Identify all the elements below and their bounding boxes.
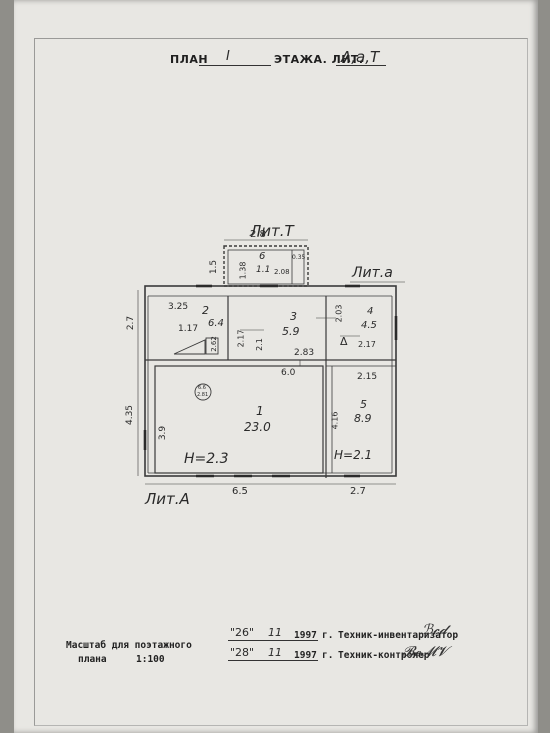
room5-number: 5 <box>360 398 367 411</box>
stove-symbol <box>194 383 212 401</box>
scale-line2: плана <box>78 654 107 665</box>
room4-number: 4 <box>367 306 374 317</box>
stove-top-label: 6.6 <box>198 385 206 391</box>
dim-t-inner-a: 0.35 <box>292 254 306 261</box>
room1-number: 1 <box>256 404 264 418</box>
dim-room2-diag: 2.62 <box>209 336 218 352</box>
liter-t-label: Лит.Т <box>250 222 294 240</box>
date1-year: 1997 <box>294 630 317 641</box>
date2-month: 11 <box>268 646 282 659</box>
liter-a-small-label: Лит.а <box>352 265 393 281</box>
dim-t-inner-left: 1.38 <box>238 261 248 280</box>
dim-t-left: 1.5 <box>209 259 220 275</box>
signature-1: ℬ𝓬𝓭 <box>422 622 448 638</box>
liter-a-label: Лит.А <box>145 490 190 508</box>
room1-area: 23.0 <box>244 420 271 434</box>
date2-day: "28" <box>230 646 255 659</box>
dim-room3-b: 2.1 <box>254 338 264 351</box>
dim-mid-283: 2.83 <box>294 348 315 358</box>
room3-number: 3 <box>290 310 297 323</box>
dim-left-39: 3.9 <box>158 425 169 441</box>
role1-label: Техник-инвентаризатор <box>338 630 459 641</box>
dim-delta: Δ <box>340 335 348 348</box>
room3-area: 5.9 <box>282 325 300 338</box>
floor-label: ЭТАЖА. ЛИТ. <box>274 53 364 66</box>
floor-number: I <box>226 49 230 64</box>
floor-underline <box>199 65 271 66</box>
date1-underline <box>228 640 318 641</box>
dim-room2-inner: 1.17 <box>178 324 199 334</box>
scale-line1: Масштаб для поэтажного <box>66 640 192 651</box>
scale-value: 1:100 <box>136 654 165 665</box>
dim-left-27: 2.7 <box>126 315 137 331</box>
room1-wall <box>154 365 324 474</box>
dim-bottom-27: 2.7 <box>350 486 366 497</box>
dim-room4-b: 2.17 <box>358 340 376 349</box>
signature-2: 𝓑𝓮𝓜𝓥 <box>402 644 448 660</box>
height-main: H=2.3 <box>184 451 229 467</box>
date2-underline <box>228 660 318 661</box>
dim-room4-a: 2.03 <box>334 304 344 323</box>
liters-value: А,а,Т <box>341 48 380 66</box>
date2-year: 1997 <box>294 650 317 661</box>
role2-label: Техник-контролер <box>338 650 430 661</box>
height-side: H=2.1 <box>334 448 373 462</box>
dim-t-inner-b: 2.08 <box>274 268 290 276</box>
date1-day: "26" <box>230 626 255 639</box>
room6-area: 1.1 <box>256 265 271 275</box>
dim-top-left: 3.25 <box>168 302 189 312</box>
dim-room5-side: 4.16 <box>330 411 340 430</box>
dim-mid-215: 2.15 <box>357 372 378 382</box>
room5-area: 8.9 <box>354 412 372 425</box>
page-frame <box>34 38 528 726</box>
date1-suffix: г. <box>322 630 334 641</box>
room6-number: 6 <box>259 251 266 262</box>
room4-area: 4.5 <box>361 320 377 331</box>
liters-underline <box>336 65 386 66</box>
stove-bottom-label: 2.81 <box>197 392 209 398</box>
dim-mid-60: 6.0 <box>281 368 296 378</box>
dim-bottom-65: 6.5 <box>232 486 248 497</box>
dim-room3-a: 2.17 <box>236 329 246 348</box>
dim-left-435: 4.35 <box>125 404 136 426</box>
dim-t-top: 2.8 <box>250 229 266 240</box>
room2-number: 2 <box>202 304 209 317</box>
date2-suffix: г. <box>322 650 334 661</box>
plan-label: ПЛАН <box>170 53 209 66</box>
room2-area: 6.4 <box>208 318 224 329</box>
date1-month: 11 <box>268 626 282 639</box>
